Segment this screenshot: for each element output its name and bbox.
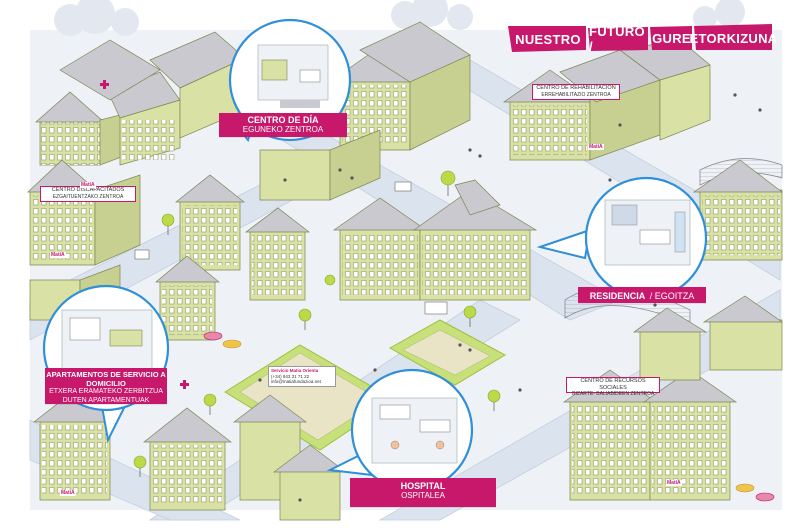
- banner-word-4: ETORKIZUNA: [689, 30, 778, 46]
- tag-rehabilitacion-es: CENTRO DE REHABILITACIÓN: [536, 85, 616, 91]
- tag-recursos-sociales-es: CENTRO DE RECURSOS SOCIALES: [580, 378, 646, 391]
- service-sign-email: info@matiafundazioa.net: [271, 379, 321, 384]
- pharmacy-crosses: [100, 80, 189, 389]
- trees: [133, 170, 501, 477]
- callout-residencia-eu: / EGOITZA: [649, 291, 695, 301]
- bubble-centro-dia: [228, 18, 352, 143]
- callout-apartamentos-eu: ETXERA ERAMATEKO ZERBITZUA DUTEN APARTAM…: [49, 388, 163, 404]
- service-sign-title: Servicio Matia Orienta: [271, 368, 319, 373]
- tag-discapacitados-es: CENTRO DISCAPACITADOS: [51, 187, 125, 193]
- tag-discapacitados[interactable]: CENTRO DISCAPACITADOS EZGAITUENTZAKO ZEN…: [40, 186, 136, 202]
- bubble-residencia: [536, 176, 708, 300]
- brand-mark-2: MatiA: [588, 144, 604, 150]
- brand-mark-4: MatiA: [60, 490, 76, 496]
- callout-centro-de-dia-es: CENTRO DE DÍA: [247, 115, 319, 125]
- tag-rehabilitacion-eu: ERREHABILITAZIO ZENTROA: [541, 91, 611, 98]
- callout-apartamentos[interactable]: APARTAMENTOS DE SERVICIO A DOMICILIO ETX…: [45, 368, 167, 404]
- title-banner-shapes: [508, 24, 772, 52]
- banner-word-3: GURE: [652, 31, 691, 46]
- brand-mark-5: MatiA: [666, 480, 682, 486]
- cafe-umbrellas: [203, 331, 775, 502]
- tag-recursos-sociales[interactable]: CENTRO DE RECURSOS SOCIALES GIZARTE- BAL…: [566, 377, 660, 397]
- callout-centro-de-dia-eu: EGUNEKO ZENTROA: [242, 125, 324, 134]
- callout-residencia[interactable]: RESIDENCIA / EGOITZA: [578, 287, 706, 303]
- callout-hospital-eu: OSPITALEA: [401, 491, 445, 500]
- brand-mark-1: MatiA: [80, 182, 96, 188]
- brand-mark-3: MatiA: [50, 252, 66, 258]
- tag-discapacitados-eu: EZGAITUENTZAKO ZENTROA: [52, 193, 124, 200]
- service-sign[interactable]: Servicio Matia Orienta (+34) 943 31 71 2…: [268, 366, 336, 387]
- clouds: [54, 0, 745, 36]
- bubble-hospital: [326, 368, 474, 492]
- callout-hospital[interactable]: HOSPITAL OSPITALEA: [350, 478, 496, 507]
- banner-word-2: FUTURO /: [589, 24, 645, 54]
- vehicles: [134, 181, 448, 315]
- callout-residencia-es: RESIDENCIA: [589, 291, 646, 301]
- banner-word-1: NUESTRO: [515, 31, 581, 47]
- tag-recursos-sociales-eu: GIZARTE- BALIABIDEEN ZENTROA: [571, 391, 655, 397]
- callout-apartamentos-es: APARTAMENTOS DE SERVICIO A DOMICILIO: [46, 370, 166, 388]
- tag-rehabilitacion[interactable]: CENTRO DE REHABILITACIÓN ERREHABILITAZIO…: [532, 84, 620, 100]
- service-sign-phone: (+34) 943 31 71 22: [271, 373, 310, 379]
- callout-hospital-es: HOSPITAL: [400, 481, 446, 491]
- callout-centro-de-dia[interactable]: CENTRO DE DÍA EGUNEKO ZENTROA: [219, 113, 347, 137]
